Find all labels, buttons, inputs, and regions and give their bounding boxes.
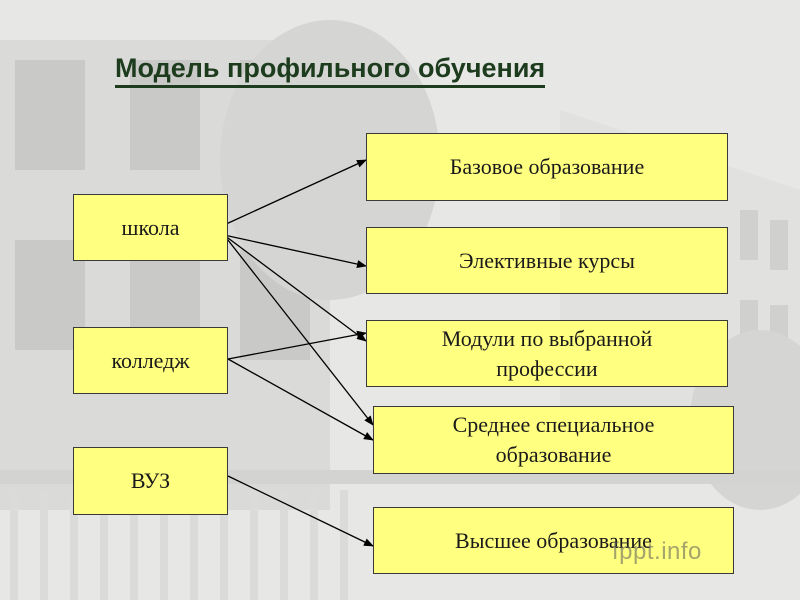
box-vuz-label: ВУЗ [121,466,180,496]
arrow-vuz-to-higher [228,476,373,546]
watermark-logo: fppt.info [612,538,702,566]
box-vuz: ВУЗ [73,447,228,515]
box-profession-modules-label: Модули по выбранной профессии [367,324,727,383]
box-secondary-special-education: Среднее специальное образование [373,406,734,474]
box-base-education-label: Базовое образование [440,152,654,182]
arrow-school-to-base [224,160,366,225]
box-elective-courses: Элективные курсы [366,227,728,294]
box-secondary-special-education-label: Среднее специальное образование [374,410,733,469]
box-school: школа [73,194,228,261]
arrow-college-to-secondary-special [228,359,373,440]
box-school-label: школа [112,213,190,243]
box-base-education: Базовое образование [366,133,728,201]
box-elective-courses-label: Элективные курсы [449,246,645,276]
box-profession-modules: Модули по выбранной профессии [366,320,728,387]
arrow-college-to-modules [228,333,366,359]
box-college-label: колледж [101,346,199,376]
box-college: колледж [73,327,228,394]
